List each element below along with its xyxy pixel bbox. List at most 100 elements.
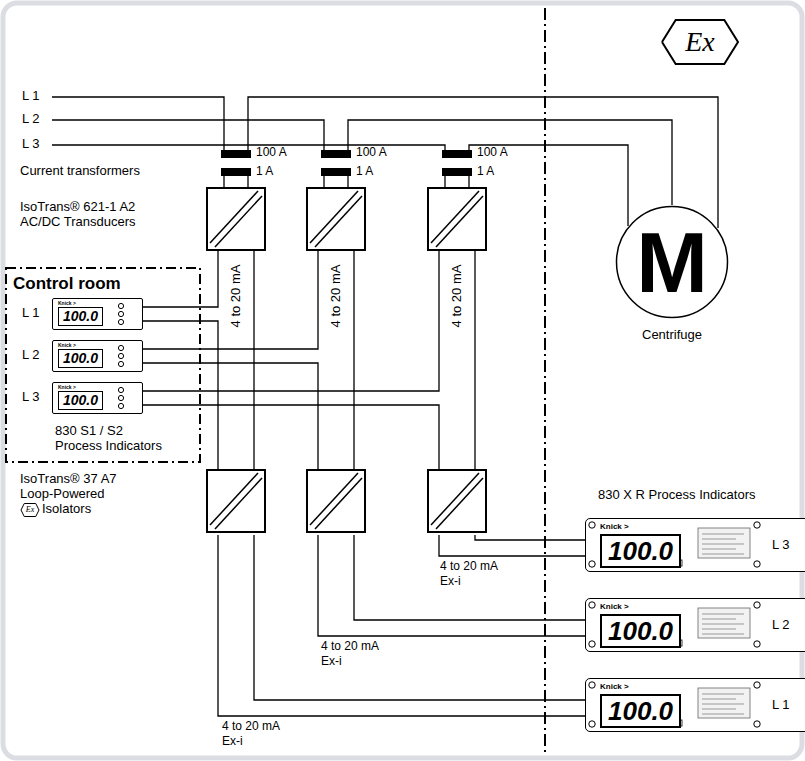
housing-screw (754, 682, 760, 688)
wire (130, 405, 439, 470)
wire (354, 535, 585, 620)
brand-logo: Knick > (58, 300, 142, 306)
wire (253, 250, 254, 470)
transducer-symbol (207, 470, 265, 532)
transducer-symbol (307, 188, 365, 250)
panel-indicator: Knick >100.0 (52, 298, 143, 330)
ex-hexagon (662, 20, 738, 64)
component-label: 830 S1 / S2 Process Indicators (55, 424, 167, 454)
plate-marking (702, 614, 744, 615)
room-title: Control room (13, 274, 192, 294)
isolation-line (215, 196, 262, 247)
signal-label: 4 to 20 mA (222, 720, 280, 734)
wire (223, 176, 224, 188)
indicator-button (118, 311, 123, 316)
plate-marking (702, 539, 736, 540)
component-label: Isolators (42, 502, 91, 517)
display-value: 100.0 (58, 349, 103, 368)
phase-label: L 2 (772, 618, 790, 633)
housing-screw (754, 522, 760, 528)
isolation-line (436, 478, 483, 529)
wire (323, 176, 324, 188)
isolation-line (215, 478, 262, 529)
panel-indicator: Knick >100.0 (52, 382, 143, 414)
wire (348, 120, 672, 205)
brand-logo: Knick > (58, 384, 142, 390)
transducer-box (207, 188, 265, 250)
signal-label: 4 to 20 mA (440, 560, 498, 574)
wire (130, 363, 318, 470)
transducer-box (207, 470, 265, 532)
plate-marking (702, 554, 744, 555)
isolation-line (431, 191, 479, 243)
phase-label: L 1 (22, 89, 40, 104)
phase-label: L 1 (772, 698, 790, 713)
wires (52, 97, 718, 716)
phase-label: L 3 (22, 137, 40, 152)
wire (52, 97, 224, 150)
wire (353, 250, 354, 470)
brand-logo: Knick > (600, 522, 805, 532)
plate-marking (702, 534, 744, 535)
plate-marking (702, 714, 744, 715)
plate-marking (702, 624, 744, 625)
transducer-box (307, 470, 365, 532)
indicator-button (118, 345, 123, 350)
current-transformer-core (442, 168, 472, 176)
rating-label: 100 A (477, 146, 508, 160)
transducer-box (428, 470, 486, 532)
phase-label: L 3 (22, 390, 40, 405)
transducer-symbol (207, 188, 265, 250)
isolation-line (310, 191, 358, 243)
transducer-box (307, 188, 365, 250)
current-transformer-core (442, 150, 472, 158)
frame (3, 3, 802, 758)
signal-label: 4 to 20 mA (329, 265, 344, 328)
wire (318, 535, 585, 636)
wire (130, 250, 439, 391)
component-label: IsoTrans® 621-1 A2 AC/DC Transducers (20, 200, 155, 230)
housing-screw (589, 641, 595, 647)
component-label: Current transformers (20, 164, 140, 179)
wire (130, 250, 318, 349)
indicator-button (118, 303, 123, 308)
component-label: 830 X R Process Indicators (598, 488, 756, 503)
housing-screw (754, 721, 760, 727)
signal-label: 4 to 20 mA (450, 265, 465, 328)
wire (130, 250, 218, 307)
phase-label: L 1 (22, 306, 40, 321)
plate-marking (702, 629, 736, 630)
housing-screw (589, 721, 595, 727)
display-value: 100.0 (600, 694, 681, 728)
current-transformer-core (321, 150, 351, 158)
isolation-line (210, 473, 258, 525)
transducer-symbol (428, 188, 486, 250)
wire (247, 176, 248, 188)
signal-label: Ex-i (440, 575, 461, 589)
name-plate (698, 608, 750, 638)
current-transformer-core (321, 168, 351, 176)
phase-label: L 3 (772, 538, 790, 553)
rating-label: 1 A (356, 165, 373, 179)
housing-screw (754, 602, 760, 608)
display-value: 100.0 (600, 534, 681, 568)
phase-label: L 2 (22, 112, 40, 127)
signal-label: Ex-i (321, 655, 342, 669)
signal-label: 4 to 20 mA (229, 265, 244, 328)
wire (475, 535, 585, 540)
name-plate (698, 688, 750, 718)
plate-marking (702, 704, 744, 705)
display-value: 100.0 (58, 391, 103, 410)
plate-marking (702, 694, 744, 695)
wire (469, 145, 628, 226)
name-plate (698, 528, 750, 558)
indicator-button (118, 319, 123, 324)
phase-label: L 2 (22, 348, 40, 363)
plate-marking (702, 544, 744, 545)
wire (218, 535, 585, 716)
ex-hexagon (21, 504, 39, 517)
transducer-symbol (307, 470, 365, 532)
current-transformer-core (221, 168, 251, 176)
indicator-button (118, 361, 123, 366)
